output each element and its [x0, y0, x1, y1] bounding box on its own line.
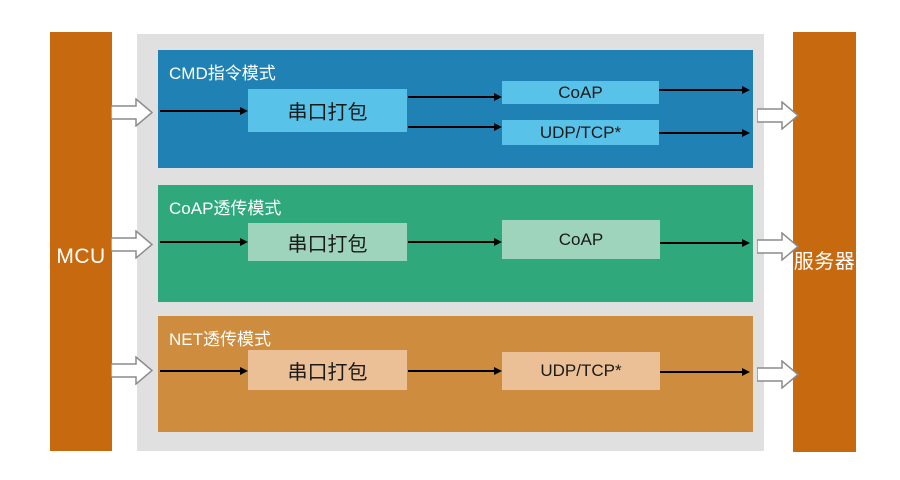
cmd-serial-pack-box: 串口打包 — [248, 89, 407, 132]
band-net-mode: NET透传模式 串口打包 UDP/TCP* — [158, 316, 753, 432]
mcu-bar: MCU — [50, 32, 112, 451]
cmd-udptcp-out-arrow-icon — [659, 129, 750, 137]
coap-serial-to-coap-arrow-icon — [408, 238, 502, 246]
coap-in-arrow-icon — [160, 238, 248, 246]
band-coap-title: CoAP透传模式 — [169, 199, 282, 218]
coap-to-server-block-arrow-icon — [757, 232, 799, 261]
mcu-to-cmd-block-arrow-icon — [111, 98, 153, 127]
net-to-server-block-arrow-icon — [757, 360, 799, 389]
net-in-arrow-icon — [160, 367, 248, 375]
cmd-serial-to-udptcp-arrow-icon — [408, 123, 502, 131]
cmd-coap-out-arrow-icon — [659, 86, 750, 94]
band-net-title: NET透传模式 — [169, 330, 271, 349]
mcu-label: MCU — [56, 245, 106, 268]
mcu-to-coap-block-arrow-icon — [111, 230, 153, 259]
coap-serial-pack-box: 串口打包 — [248, 223, 407, 261]
net-serial-pack-box: 串口打包 — [248, 350, 407, 390]
net-udptcp-box: UDP/TCP* — [502, 352, 660, 390]
band-cmd-mode: CMD指令模式 串口打包 CoAP UDP/TCP* — [158, 50, 753, 168]
server-label: 服务器 — [793, 251, 856, 273]
net-serial-to-udptcp-arrow-icon — [408, 367, 502, 375]
cmd-serial-to-coap-arrow-icon — [408, 93, 502, 101]
coap-coap-box: CoAP — [502, 220, 660, 259]
cmd-to-server-block-arrow-icon — [757, 101, 799, 130]
net-out-arrow-icon — [660, 368, 750, 376]
mcu-to-net-block-arrow-icon — [111, 356, 153, 385]
coap-out-arrow-icon — [660, 239, 750, 247]
band-coap-mode: CoAP透传模式 串口打包 CoAP — [158, 185, 753, 302]
band-cmd-title: CMD指令模式 — [169, 64, 276, 83]
cmd-udptcp-box: UDP/TCP* — [502, 120, 659, 145]
cmd-in-arrow-icon — [160, 107, 248, 115]
server-bar: 服务器 — [793, 32, 856, 452]
cmd-coap-box: CoAP — [502, 81, 659, 104]
